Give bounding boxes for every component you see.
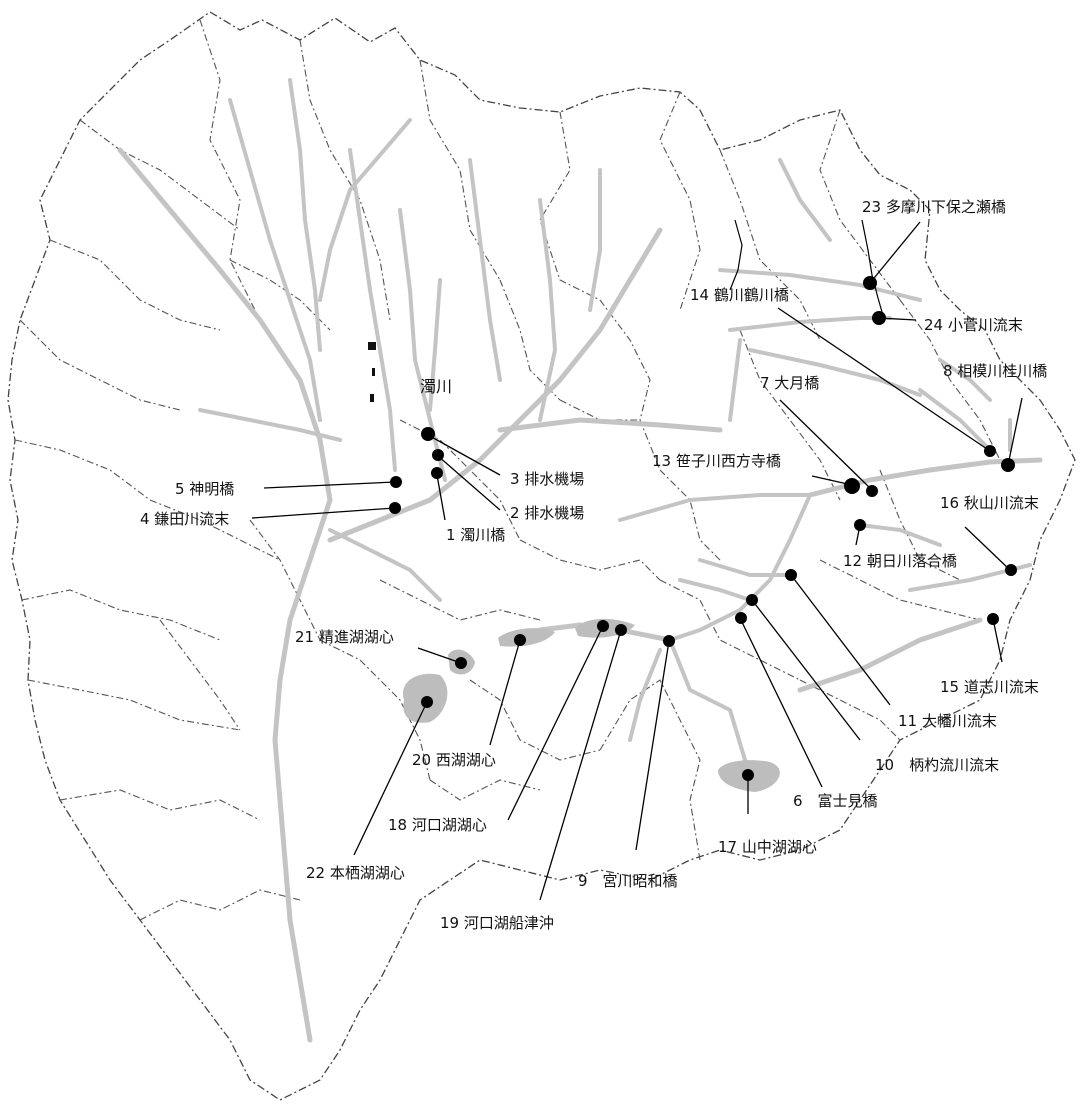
station-2-label: 2 排水機場 [510, 504, 584, 522]
station-15-marker [987, 613, 999, 625]
station-22-marker [421, 696, 433, 708]
station-4-label: 4 鎌田川流末 [140, 510, 229, 528]
station-14-label: 14 鶴川鶴川橋 [690, 286, 789, 304]
station-6-label: 6 富士見橋 [793, 792, 878, 810]
station-11-marker [785, 569, 797, 581]
river-label-kamadagawa-fragment [368, 342, 376, 402]
station-17-marker [742, 769, 754, 781]
rivers [117, 78, 1043, 1043]
tama-tributary-line [861, 219, 883, 313]
station-24-label: 24 小菅川流末 [924, 316, 1023, 334]
station-labels: 1 濁川橋 2 排水機場 3 排水機場 4 鎌田川流末 5 神明橋 6 富士見橋… [140, 198, 1047, 932]
lake-sai [498, 628, 555, 647]
station-2-marker [432, 449, 444, 461]
station-13-label: 13 笹子川西方寺橋 [652, 452, 781, 470]
station-6-marker [735, 612, 747, 624]
station-16-marker [1005, 564, 1017, 576]
station-8-label: 8 相模川桂川橋 [943, 362, 1047, 380]
station-22-label: 22 本栖湖湖心 [306, 864, 405, 882]
station-20-label: 20 西湖湖心 [412, 751, 496, 769]
station-12-marker [854, 519, 866, 531]
station-7-label: 7 大月橋 [760, 374, 819, 392]
station-10-marker [746, 594, 758, 606]
station-7-marker [866, 485, 878, 497]
station-20-marker [514, 634, 526, 646]
municipal-boundaries [14, 19, 1001, 921]
station-21-label: 21 精進湖湖心 [295, 628, 394, 646]
station-23-marker [863, 276, 877, 290]
station-5-label: 5 神明橋 [175, 480, 234, 498]
station-8-marker [1001, 458, 1015, 472]
station-24-marker [872, 311, 886, 325]
lakes [402, 618, 780, 792]
station-23-label: 23 多摩川下保之瀬橋 [862, 198, 1006, 216]
station-21-marker [455, 657, 467, 669]
station-markers [389, 276, 1017, 781]
station-15-label: 15 道志川流末 [940, 678, 1039, 696]
station-18-label: 18 河口湖湖心 [388, 816, 487, 834]
station-1-label: 1 濁川橋 [446, 526, 505, 544]
station-5-marker [390, 476, 402, 488]
prefecture-boundary [7, 11, 1076, 1101]
station-19-marker [615, 624, 627, 636]
tama-river-line [729, 219, 743, 291]
station-12-label: 12 朝日川落合橋 [843, 552, 957, 570]
station-14-marker [984, 445, 996, 457]
station-4-marker [389, 502, 401, 514]
station-1-marker [431, 467, 443, 479]
river-label-nigorigawa: 濁川 [420, 377, 452, 396]
station-17-label: 17 山中湖湖心 [718, 838, 817, 856]
station-11-label: 11 大幡川流末 [898, 712, 997, 730]
station-9-marker [663, 635, 675, 647]
station-16-label: 16 秋山川流末 [940, 494, 1039, 512]
station-18-marker [597, 620, 609, 632]
station-19-label: 19 河口湖船津沖 [440, 914, 554, 932]
station-10-label: 10 柄杓流川流末 [875, 756, 999, 774]
station-9-label: 9 宮川昭和橋 [578, 872, 678, 890]
station-13-marker [844, 478, 860, 494]
station-3-label: 3 排水機場 [510, 470, 584, 488]
station-3-marker [421, 427, 435, 441]
